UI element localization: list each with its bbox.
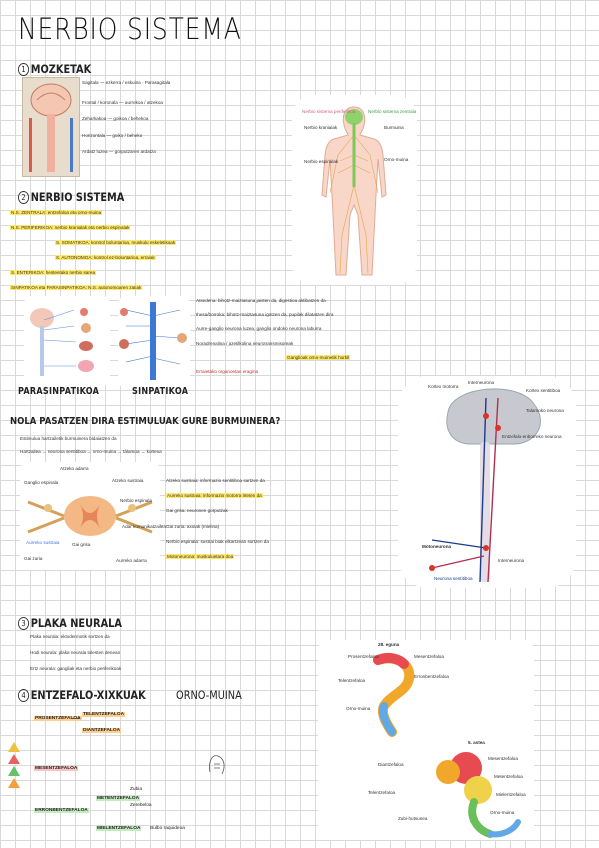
embryo-figure: 28. eguna Prosentzefaloa Mesentzefaloa E… bbox=[318, 640, 534, 840]
tree-mesentzefaloa: MESENTZEFALOA bbox=[34, 766, 79, 771]
tree-metentzefaloa: METENTZEFALOA bbox=[96, 796, 141, 801]
emb2-l0: Telentzefaloa bbox=[368, 790, 396, 795]
label-garuna: Burmuina bbox=[384, 125, 404, 130]
emb2-l2: Mesentzefaloa bbox=[488, 756, 518, 761]
label-entsef: Entzefalo-enborreko neurona bbox=[502, 434, 562, 439]
s2-notes: N.S. ZENTRALA: entzefaloa eta orno-muina… bbox=[10, 210, 177, 290]
emb2-l1: Diantzefaloa bbox=[378, 762, 404, 767]
tree-zubia: Zubia bbox=[130, 787, 142, 792]
emb1-l0: Prosentzefaloa bbox=[348, 654, 379, 659]
label-aurreko-adar: Aurreko adarra bbox=[116, 558, 147, 563]
autonomic-notes: Atsedena: bihotz-maiztasuna jaisten da, … bbox=[196, 298, 351, 374]
label-adar: Adar komunikatzailea bbox=[122, 524, 166, 529]
emb1-title: 28. eguna bbox=[378, 642, 400, 647]
tree-diantzefaloa: DIANTZEFALOA bbox=[82, 728, 122, 733]
question-notes: Estimulua hartzailetik burmuinera bidaia… bbox=[20, 436, 162, 455]
tree-telentzefaloa: TELENTZEFALOA bbox=[82, 712, 126, 717]
s1-notes: Sagitala — ezkerra / eskuina · Parasagit… bbox=[82, 80, 171, 154]
label-atzeko-adar: Atzeko adarra bbox=[60, 466, 89, 471]
label-sentitiboa: Neurona sentitiboa bbox=[434, 576, 473, 581]
question-heading: NOLA PASATZEN DIRA ESTIMULUAK GURE BURMU… bbox=[10, 416, 281, 427]
tree-zerebeloa: Zerebeloa bbox=[130, 803, 152, 808]
label-interneurona2: Interneurona bbox=[498, 558, 525, 563]
label-periferikoa: Nerbio sistema periferikoa bbox=[302, 109, 356, 114]
label-nerbio: Nerbio espinala bbox=[120, 498, 152, 503]
s3-notes: Plaka neurala: ektodermotik sortzen da H… bbox=[30, 634, 122, 672]
brain-section-image bbox=[22, 77, 80, 177]
spinal-cord-figure: Atzeko adarra Atzeko sustraia Nerbio esp… bbox=[20, 462, 166, 570]
para-label: PARASINPATIKOA bbox=[18, 386, 100, 397]
label-gangl: Ganglio espinala bbox=[24, 480, 59, 485]
emb1-l3: Telentzefaloa bbox=[338, 678, 366, 683]
sympathetic-figure bbox=[118, 296, 190, 388]
emb2-l6: Orno-muina bbox=[490, 810, 515, 815]
sin-label: SINPATIKOA bbox=[132, 386, 189, 397]
label-aurreko-sustrai: Aurreko sustraia bbox=[26, 540, 60, 545]
sketch-doodle-icon bbox=[206, 752, 228, 778]
brain-color-icon bbox=[6, 740, 22, 792]
emb1-l2: Erronbentzefaloa bbox=[414, 674, 449, 679]
nervous-system-figure: Nerbio sistema periferikoa Nerbio sistem… bbox=[292, 95, 417, 285]
label-gai-zuria: Gai zuria bbox=[24, 556, 43, 561]
label-espinalak: Nerbio espinalak bbox=[304, 159, 339, 164]
parasympathetic-figure bbox=[24, 296, 110, 386]
label-gai-grisa: Gai grisa bbox=[72, 542, 91, 547]
label-kortex-motor: Kortex motorra bbox=[428, 384, 459, 389]
tree-mielentzefaloa: MIELENTZEFALOA bbox=[96, 826, 142, 831]
label-kranialak: Nerbio kranialak bbox=[304, 125, 338, 130]
label-zentrala: Nerbio sistema zentrala bbox=[368, 109, 417, 114]
emb2-title: 5. astea bbox=[468, 740, 485, 745]
emb1-l1: Mesentzefaloa bbox=[414, 654, 444, 659]
emb2-l3: Metentzefaloa bbox=[494, 774, 523, 779]
sensory-pathway-figure: Kortex motorra Interneurona Kortex senti… bbox=[398, 376, 576, 588]
emb1-l4: Orno-muina bbox=[346, 706, 371, 711]
section-4-extra: ORNO-MUINA bbox=[176, 688, 242, 702]
label-talamo: Talamoko neurona bbox=[526, 408, 564, 413]
spinal-notes: Atzeko sustraia: informazio sentitiboa s… bbox=[166, 478, 269, 559]
label-kortex-sent: Kortex sentitiboa bbox=[526, 388, 561, 393]
emb2-l5: Zubi-hutsunea bbox=[398, 816, 428, 821]
page-title: NERBIO SISTEMA bbox=[18, 12, 242, 46]
label-motoneurona: Motoneurona bbox=[422, 544, 452, 549]
label-orno: Orno-muina bbox=[384, 157, 409, 162]
tree-bulbo: Bulbo raquideoa bbox=[150, 826, 185, 831]
tree-prosentzefaloa: PROSENTZEFALOA bbox=[34, 716, 82, 721]
label-interneurona: Interneurona bbox=[468, 380, 495, 385]
label-atzeko-sustrai: Atzeko sustraia bbox=[112, 478, 144, 483]
tree-erronbentzefaloa: ERRONBENTZEFALOA bbox=[34, 808, 89, 813]
emb2-l4: Mielentzefaloa bbox=[496, 792, 526, 797]
